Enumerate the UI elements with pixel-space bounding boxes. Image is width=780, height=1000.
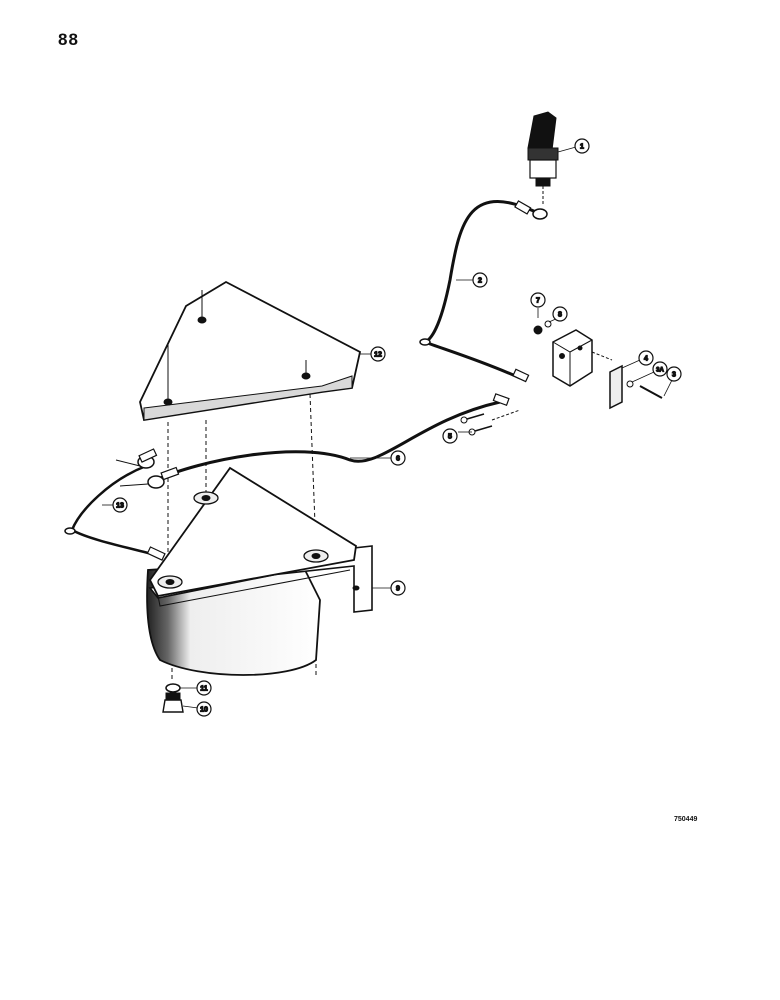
svg-text:5: 5: [448, 434, 452, 441]
sensor-switch-part: [527, 111, 559, 206]
page-number: 88: [58, 30, 79, 49]
svg-text:8: 8: [558, 312, 562, 319]
wire-2-part: [419, 200, 548, 383]
relay-block-part: [533, 320, 663, 410]
svg-text:13: 13: [116, 503, 124, 510]
svg-text:7: 7: [536, 298, 540, 305]
callout-3: 3: [666, 366, 682, 382]
svg-text:12: 12: [374, 352, 382, 359]
svg-text:4: 4: [644, 356, 648, 363]
drawing-reference-code: 750449: [674, 816, 698, 823]
top-cover-plate-part: [139, 280, 362, 422]
callout-markers: 1 2 3 4 3A 5 6: [112, 138, 682, 717]
callout-12: 12: [370, 346, 386, 362]
callout-1: 1: [574, 138, 590, 154]
svg-text:11: 11: [200, 686, 208, 693]
svg-text:9: 9: [396, 586, 400, 593]
callout-7: 7: [530, 292, 546, 308]
horn-housing-part: [146, 466, 373, 676]
callout-3a: 3A: [652, 361, 668, 377]
screws-part: [460, 409, 521, 436]
callout-8: 8: [552, 306, 568, 322]
callout-11: 11: [196, 680, 212, 696]
leader-lines: [102, 146, 673, 709]
svg-text:3A: 3A: [656, 368, 664, 374]
callout-2: 2: [472, 272, 488, 288]
alignment-lines: [167, 393, 317, 680]
wire-13-part: [64, 448, 166, 561]
callout-10: 10: [196, 701, 212, 717]
svg-text:10: 10: [200, 707, 208, 714]
mount-hardware-part: [162, 683, 184, 713]
wire-6-part: [147, 393, 510, 489]
svg-text:3: 3: [672, 372, 676, 379]
svg-text:6: 6: [396, 456, 400, 463]
callout-5: 5: [442, 428, 458, 444]
svg-text:1: 1: [580, 144, 584, 151]
callout-13: 13: [112, 497, 128, 513]
callout-9: 9: [390, 580, 406, 596]
callout-6: 6: [390, 450, 406, 466]
callout-4: 4: [638, 350, 654, 366]
svg-text:2: 2: [478, 278, 482, 285]
